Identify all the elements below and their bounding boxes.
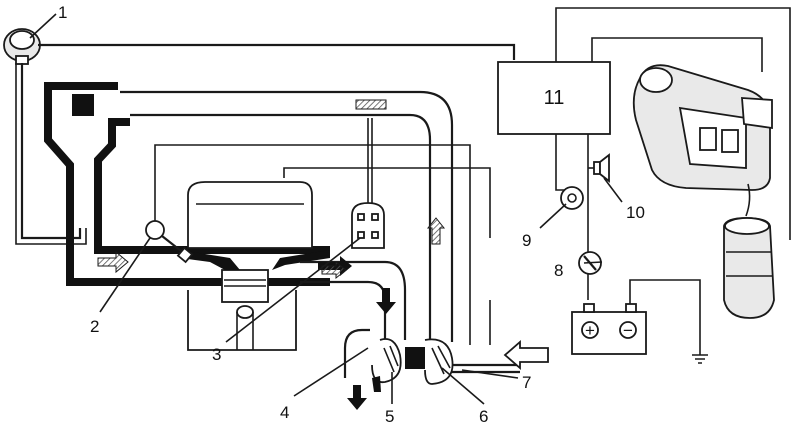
callout-8: 8 [554, 261, 563, 280]
sensor-2 [145, 220, 194, 264]
callout-10: 10 [626, 203, 645, 222]
inlet-arrow [503, 340, 549, 370]
vacuum-line-right [283, 167, 491, 238]
throttle-block [72, 94, 94, 116]
ground-symbol [692, 354, 708, 364]
exhaust-pipe-outer [300, 260, 407, 340]
valve-3 [351, 202, 385, 249]
callout-7: 7 [522, 373, 531, 392]
exhaust-port [272, 250, 330, 270]
lamp-9 [560, 186, 584, 210]
callout-5: 5 [385, 407, 394, 426]
upper-air-duct [120, 90, 454, 342]
wire-battery-minus [629, 279, 701, 355]
hatched-arrows [97, 217, 446, 280]
callout-2: 2 [90, 317, 99, 336]
upper-air-duct-inner [130, 113, 432, 342]
intake-duct-inner [94, 118, 330, 254]
speaker-10 [593, 153, 610, 183]
intake-port [180, 250, 240, 270]
turbo-shaft [405, 347, 425, 369]
block-11-label: 11 [544, 87, 565, 109]
compressor-inlet-wall [469, 300, 491, 345]
canister-vent-pipe [20, 63, 82, 240]
turbine-5 [343, 328, 402, 384]
wire-to-9 [555, 134, 568, 191]
block-11 [497, 61, 611, 135]
wire-sensor-loop [591, 37, 763, 72]
exhaust-pipe-inner [300, 280, 387, 340]
callout-6: 6 [479, 407, 488, 426]
callout-1: 1 [58, 3, 67, 22]
battery-minus: − [623, 321, 633, 340]
canister-top-line [38, 43, 516, 60]
battery [571, 303, 647, 355]
vacuum-line-left [154, 144, 471, 320]
wire-top-loop [555, 7, 791, 240]
fuel-pump [723, 183, 775, 319]
callout-4: 4 [280, 403, 289, 422]
callout-3: 3 [212, 345, 221, 364]
canister-vent-pipe-inner [15, 63, 87, 245]
air-flow-meter [632, 64, 773, 191]
battery-plus: + [585, 321, 595, 340]
hatched-tag-top [355, 99, 387, 110]
intake-duct-outer [44, 82, 330, 286]
leader-lines [29, 13, 623, 405]
engine-block [187, 181, 313, 351]
compressor-6 [424, 338, 454, 385]
callout-9: 9 [522, 231, 531, 250]
